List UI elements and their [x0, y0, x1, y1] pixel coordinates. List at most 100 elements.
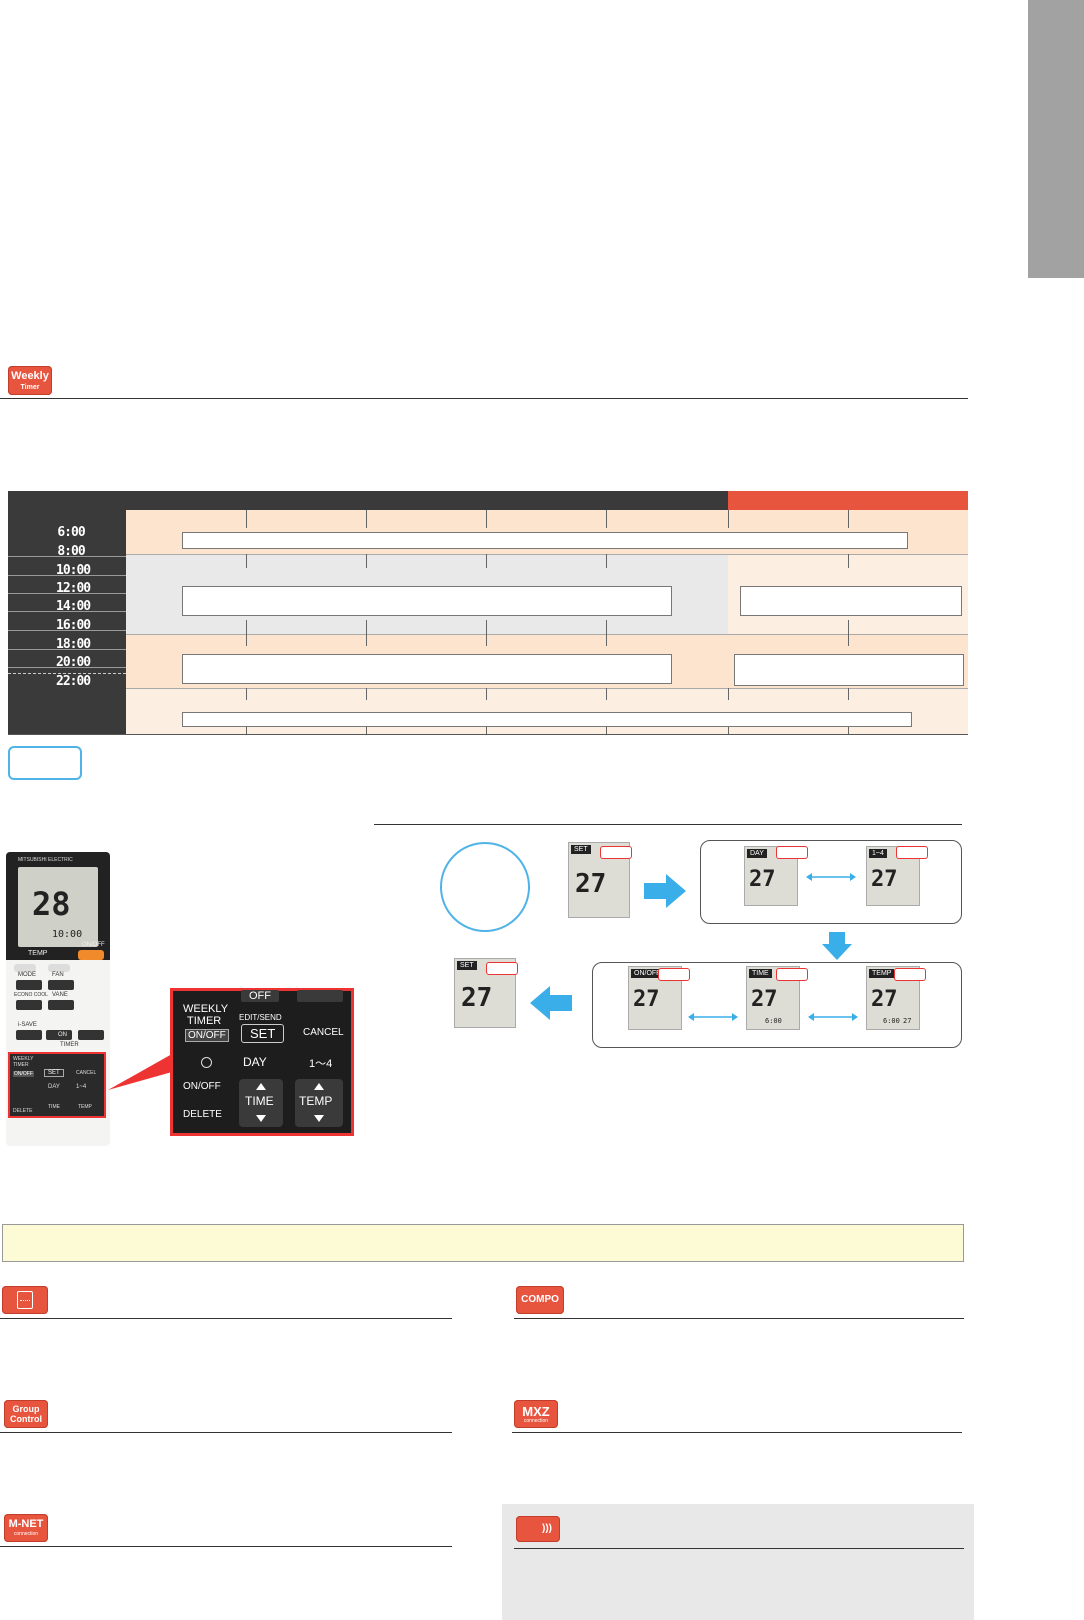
- timer-up-button[interactable]: [78, 1030, 104, 1040]
- zoom-timer-label: TIMER: [187, 1015, 222, 1027]
- remote-weekly-onoff[interactable]: ON/OFF: [13, 1071, 34, 1077]
- remote-weekly-area: WEEKLY TIMER ON/OFF SET CANCEL DAY 1~4 D…: [8, 1052, 106, 1118]
- remote-range-button[interactable]: 1~4: [76, 1084, 87, 1090]
- time-label: 20:00: [56, 655, 91, 670]
- lcd-temp: 27: [461, 983, 493, 1013]
- remote-temp-button[interactable]: TEMP: [78, 1104, 92, 1110]
- remote-day-button[interactable]: DAY: [48, 1084, 60, 1090]
- zoom-temp-label: TEMP: [299, 1094, 333, 1108]
- remote-delete-button[interactable]: DELETE: [13, 1108, 33, 1114]
- col-tick: [246, 510, 247, 528]
- time-label: 18:00: [56, 637, 91, 652]
- col-tick: [848, 510, 849, 528]
- lcd-temp: 27: [871, 867, 898, 892]
- vane-label: VANE: [52, 992, 68, 998]
- schedule-bar-weekday-day: [182, 586, 672, 616]
- remote-cancel-button[interactable]: CANCEL: [76, 1070, 97, 1076]
- fan-button[interactable]: [48, 980, 74, 990]
- col-tick: [606, 634, 607, 646]
- compo-badge: COMPO: [516, 1286, 564, 1314]
- band-night: [126, 688, 968, 735]
- zoom-chevron-button[interactable]: [297, 990, 343, 1002]
- col-tick: [246, 554, 247, 568]
- time-label: 16:00: [56, 618, 91, 633]
- start-circle: [440, 842, 530, 932]
- zoom-range-button[interactable]: 1～4: [309, 1058, 333, 1070]
- timer-label: TIMER: [60, 1042, 79, 1048]
- section-rule: [514, 1318, 964, 1319]
- zoom-connector: [108, 1054, 172, 1090]
- zoom-set-button[interactable]: SET: [241, 1024, 285, 1043]
- triangle-up-icon: [256, 1083, 266, 1090]
- timer-on-button[interactable]: [46, 1030, 72, 1040]
- double-arrow-icon: [808, 1013, 858, 1021]
- triangle-down-icon: [256, 1115, 266, 1122]
- mode-button[interactable]: [16, 980, 42, 990]
- mnet-sub: connection: [13, 1531, 39, 1537]
- zoom-off-button[interactable]: OFF: [241, 990, 279, 1002]
- zoom-cancel-button[interactable]: CANCEL: [303, 1027, 344, 1038]
- zoom-temp-button[interactable]: TEMP: [295, 1079, 343, 1127]
- mxz-badge: MXZ connection: [514, 1400, 558, 1428]
- triangle-up-icon: [314, 1083, 324, 1090]
- isave-button[interactable]: [16, 1030, 42, 1040]
- temp-up-button[interactable]: [48, 964, 70, 972]
- col-tick: [366, 688, 367, 700]
- vane-button[interactable]: [48, 1000, 74, 1010]
- remote-lcd: 28 10:00: [18, 867, 98, 947]
- lcd-temp: 27: [749, 867, 776, 892]
- remote-control: MITSUBISHI ELECTRIC 28 10:00 TEMP ON/OFF…: [6, 852, 110, 1146]
- double-arrow-icon: [688, 1013, 738, 1021]
- remote-set-button[interactable]: SET: [44, 1069, 64, 1077]
- lcd-temp: 27: [633, 987, 660, 1012]
- band-line: [126, 688, 968, 689]
- remote-time-button[interactable]: TIME: [48, 1104, 60, 1110]
- time-row-line: [8, 611, 126, 612]
- mode-label: MODE: [18, 972, 36, 978]
- schedule-bar-weekday-evening: [182, 654, 672, 684]
- schedule-bar-weekend-day: [740, 586, 962, 616]
- wired-remote-icon: [17, 1291, 33, 1309]
- col-tick: [366, 634, 367, 646]
- schedule-bar-morning: [182, 532, 908, 549]
- group-control-line2: Control: [10, 1413, 42, 1424]
- red-highlight-tag: [486, 962, 518, 975]
- col-tick: [848, 688, 849, 700]
- lcd-tag: TEMP: [869, 969, 895, 978]
- timer-on-label: ON: [58, 1032, 67, 1038]
- lcd-tag: SET: [457, 961, 477, 970]
- col-tick: [366, 724, 367, 734]
- group-control-line1: Group: [12, 1403, 40, 1414]
- time-label: 12:00: [56, 581, 91, 596]
- arrow-left-icon: [530, 986, 572, 1020]
- onoff-button[interactable]: [78, 950, 104, 960]
- fan-label: FAN: [52, 972, 64, 978]
- col-tick: [606, 554, 607, 568]
- zoom-edit-send-label: EDIT/SEND: [239, 1013, 282, 1022]
- col-tick: [486, 688, 487, 700]
- lcd-temp: 27: [751, 987, 778, 1012]
- zoom-onoff-button[interactable]: ON/OFF: [185, 1029, 229, 1042]
- band-line: [126, 634, 968, 635]
- zoom-onoff2-button[interactable]: ON/OFF: [183, 1081, 221, 1092]
- temp-down-button[interactable]: [14, 964, 36, 972]
- col-tick: [246, 620, 247, 634]
- mxz-sub: connection: [523, 1417, 549, 1424]
- isave-label: i-SAVE: [18, 1022, 37, 1028]
- remote-weekly-label: WEEKLY TIMER: [13, 1056, 34, 1068]
- weekly-timer-rule: [0, 398, 968, 399]
- section-rule: [0, 1432, 452, 1433]
- col-tick: [848, 724, 849, 734]
- zoom-day-button[interactable]: DAY: [243, 1055, 267, 1069]
- econo-button[interactable]: [16, 1000, 42, 1010]
- zoom-time-button[interactable]: TIME: [239, 1079, 283, 1127]
- col-tick: [606, 510, 607, 528]
- wifi-badge: ))): [516, 1516, 560, 1542]
- lcd-set-temp: 27: [903, 1017, 912, 1025]
- lcd-tag: SET: [571, 845, 591, 854]
- lcd-step-time: TIME 27 6:00: [746, 966, 800, 1030]
- zoom-delete-button[interactable]: DELETE: [183, 1109, 222, 1120]
- program-step-box: [592, 962, 962, 1048]
- red-highlight-tag: [776, 968, 808, 981]
- day-step-box: [700, 840, 962, 924]
